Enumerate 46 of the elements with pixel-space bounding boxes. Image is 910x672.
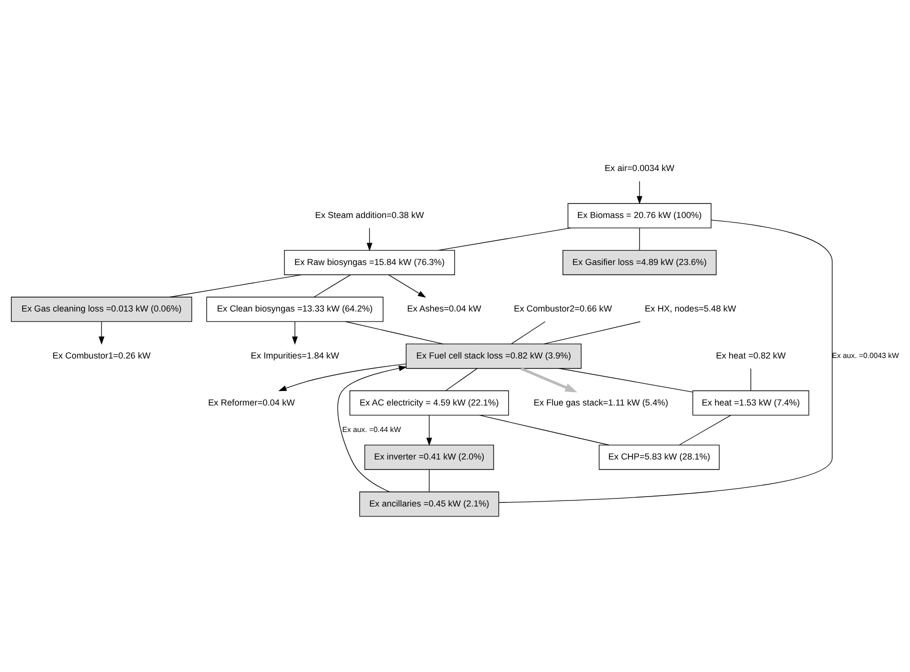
- edge-label: Ex aux. =0.0043 kW: [832, 350, 899, 360]
- arrow: [520, 366, 578, 392]
- connector: [445, 368, 478, 390]
- connector: [438, 227, 572, 250]
- node-box: Ex heat =1.53 kW (7.4%): [692, 390, 810, 416]
- connector: [678, 414, 732, 445]
- connector: [314, 274, 351, 297]
- connector: [169, 274, 302, 297]
- node-text: Ex HX, nodes=5.48 kW: [644, 303, 736, 314]
- connector: [510, 320, 546, 344]
- connector: [543, 320, 641, 344]
- node-box: Ex inverter =0.41 kW (2.0%): [364, 444, 494, 470]
- node-box: Ex Gasifier loss =4.89 kW (23.6%): [562, 250, 717, 275]
- node-box: Ex CHP=5.83 kW (28.1%): [598, 444, 720, 470]
- connector: [558, 368, 694, 392]
- node-box: Ex Clean biosyngas =13.33 kW (64.2%): [206, 296, 384, 322]
- edge-label: Ex aux. =0.44 kW: [342, 424, 401, 434]
- node-text: Ex Combustor1=0.26 kW: [52, 350, 151, 360]
- node-text: Ex Combustor2=0.66 kW: [514, 303, 612, 314]
- connector: [428, 468, 430, 492]
- node-box: Ex Raw biosyngas =15.84 kW (76.3%): [284, 250, 455, 275]
- node-text: Ex Reformer=0.04 kW: [208, 396, 295, 407]
- connector: [750, 368, 752, 390]
- node-box: Ex Fuel cell stack loss =0.82 kW (3.9%): [406, 343, 582, 368]
- arrow: [98, 320, 104, 344]
- connector: [479, 414, 610, 445]
- arrow: [636, 180, 642, 204]
- node-box: Ex AC electricity = 4.59 kW (22.1%): [350, 390, 509, 416]
- arrow: [278, 363, 406, 391]
- node-text: Ex air=0.0034 kW: [604, 162, 674, 173]
- node-box: Ex Biomass = 20.76 kW (100%): [568, 202, 712, 228]
- arrow: [292, 320, 298, 344]
- arrow: [366, 227, 372, 251]
- connector: [639, 227, 640, 250]
- node-text: Ex heat =0.82 kW: [716, 350, 786, 360]
- node-text: Ex Flue gas stack=1.11 kW (5.4%): [534, 396, 668, 407]
- node-text: Ex Ashes=0.04 kW: [407, 303, 482, 314]
- arrow: [337, 365, 408, 492]
- connector: [498, 219, 833, 502]
- node-text: Ex Steam addition=0.38 kW: [315, 210, 424, 220]
- node-text: Ex Impurities=1.84 kW: [250, 350, 340, 360]
- node-box: Ex ancillaries =0.45 kW (2.1%): [359, 491, 500, 516]
- connector: [345, 320, 444, 344]
- arrow: [426, 414, 432, 446]
- arrow: [388, 274, 426, 298]
- node-box: Ex Gas cleaning loss =0.013 kW (0.06%): [10, 296, 192, 322]
